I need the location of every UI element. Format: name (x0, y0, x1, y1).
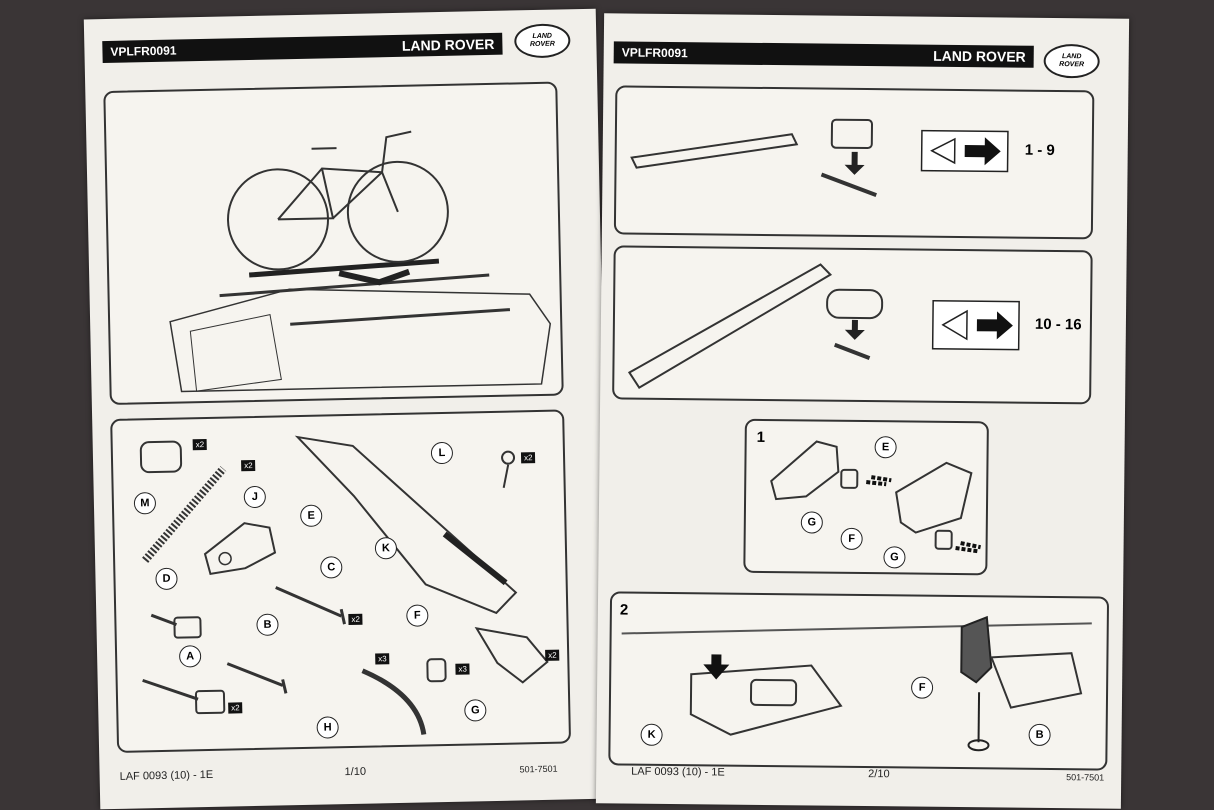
right-header-bar: VPLFR0091 LAND ROVER (613, 41, 1034, 68)
part-qty-a: x2 (228, 702, 243, 714)
step-1-drawing (770, 440, 981, 554)
bike-on-roof-illustration (103, 81, 564, 405)
roof-bar-drawing-2 (627, 263, 1020, 390)
step-2-panel: 2 K F B (608, 591, 1110, 771)
right-footer-code: LAF 0093 (10) - 1E (631, 765, 725, 779)
step1-label-f: F (840, 527, 863, 551)
step-range-10-16: 10 - 16 (1034, 315, 1082, 334)
left-footer-part-number: 501-7501 (519, 763, 558, 775)
part-qty-l: x2 (520, 452, 536, 464)
step1-label-g-2: G (883, 546, 906, 569)
step2-label-k: K (640, 723, 663, 746)
right-footer-page: 2/10 (868, 768, 890, 781)
left-page: VPLFR0091 LAND ROVER LAND ROVER (83, 8, 613, 810)
part-qty-m: x2 (192, 438, 208, 451)
land-rover-logo-right: LAND ROVER (1043, 43, 1100, 79)
left-header-code: VPLFR0091 (110, 43, 177, 59)
left-footer-page: 1/10 (344, 765, 367, 779)
part-qty-c: x2 (348, 613, 363, 626)
roof-bar-drawing-1 (630, 118, 1009, 198)
part-qty-j: x2 (241, 459, 256, 472)
part-qty-h: x3 (375, 653, 390, 665)
step2-label-f: F (910, 676, 934, 699)
step2-label-b: B (1028, 723, 1051, 746)
right-page: VPLFR0091 LAND ROVER LAND ROVER 1 - 9 (595, 13, 1130, 809)
step1-label-g-1: G (800, 511, 823, 534)
left-footer-code: LAF 0093 (10) - 1E (119, 768, 214, 783)
right-footer-part-number: 501-7501 (1066, 772, 1105, 783)
step1-label-e: E (874, 436, 897, 459)
step-1-panel: 1 E G F G (743, 418, 989, 576)
right-header-brand: LAND ROVER (933, 47, 1026, 65)
step-range-panel-1: 1 - 9 (613, 85, 1095, 240)
step-range-panel-2: 10 - 16 (612, 245, 1093, 405)
left-header-brand: LAND ROVER (401, 35, 495, 54)
part-qty-g: x3 (455, 663, 471, 675)
right-header-code: VPLFR0091 (621, 45, 688, 61)
step-range-1-9: 1 - 9 (1024, 141, 1055, 159)
left-header-bar: VPLFR0091 LAND ROVER (102, 32, 503, 64)
parts-drawing (139, 435, 549, 735)
parts-list-panel: M x2 J x2 E L x2 K D C x2 B A x2 F x2 H … (110, 409, 572, 753)
bike-roof-drawing (169, 130, 552, 393)
step-2-drawing (621, 615, 1092, 752)
part-qty-f: x2 (545, 649, 560, 661)
land-rover-logo-left: LAND ROVER (513, 23, 571, 59)
